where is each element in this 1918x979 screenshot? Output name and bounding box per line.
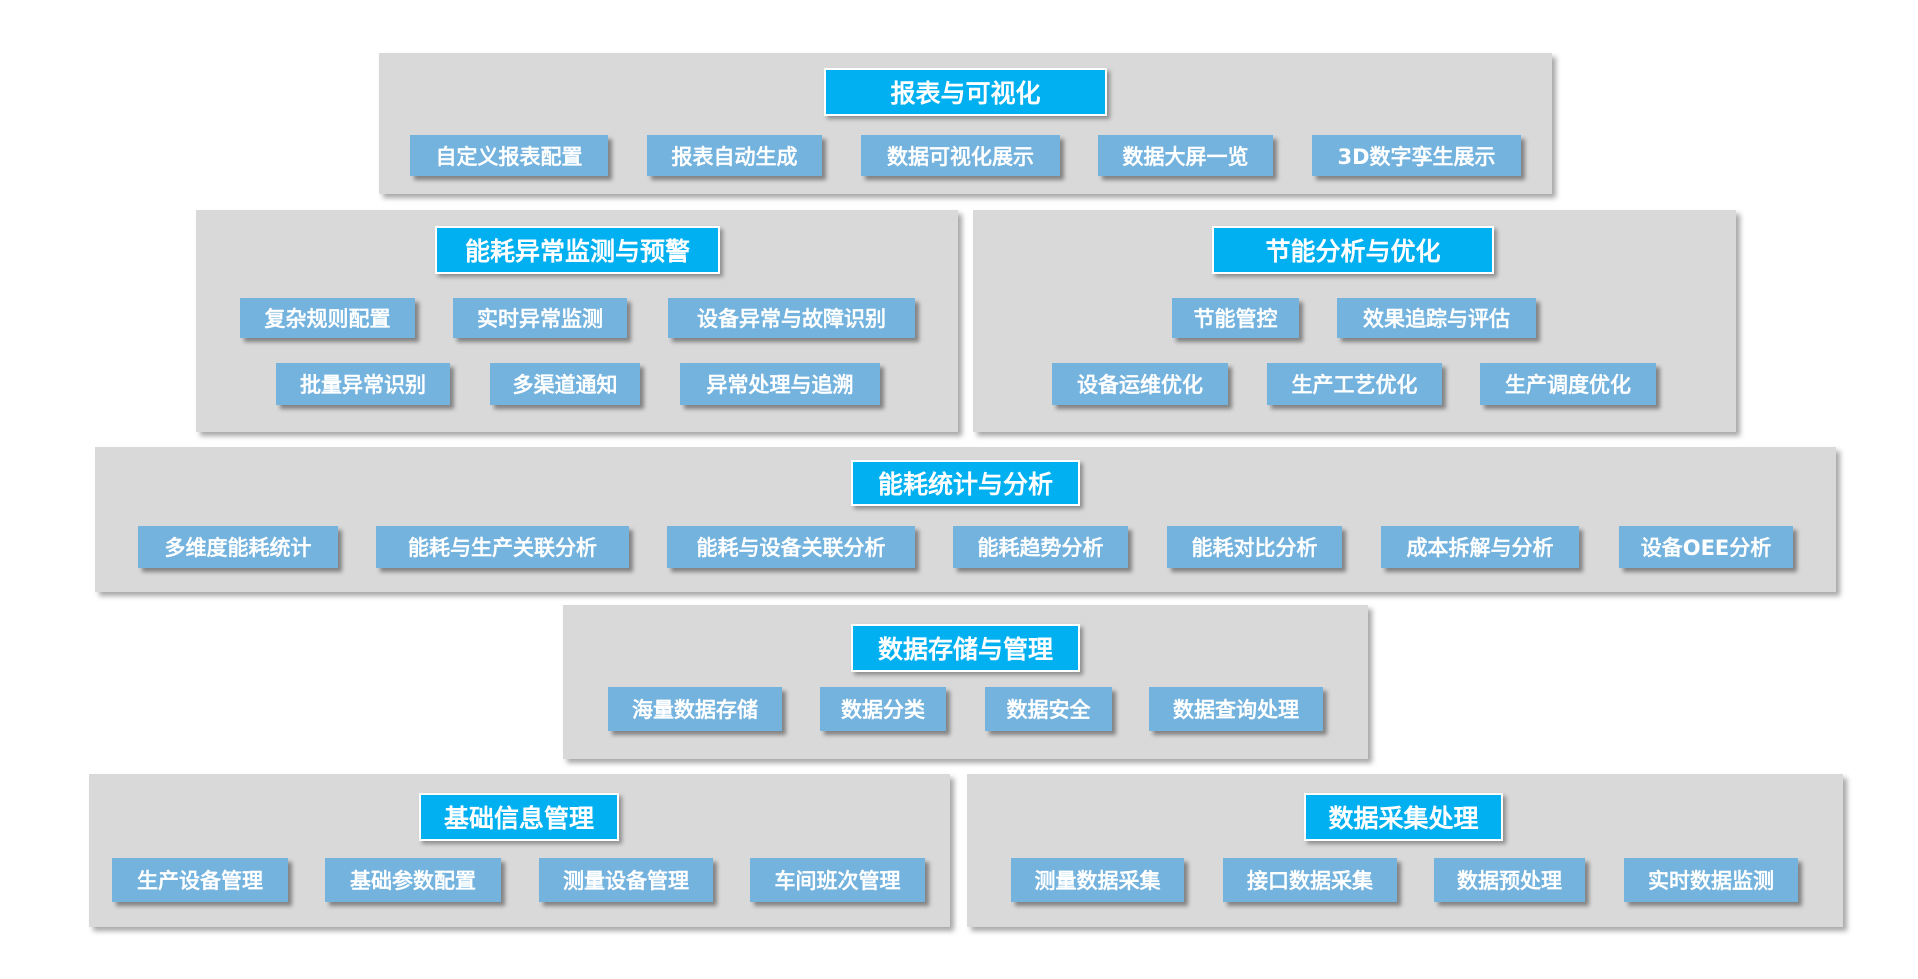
module-item: 成本拆解与分析 (1381, 526, 1579, 568)
module-title: 数据存储与管理 (851, 624, 1080, 672)
module-item: 能耗与生产关联分析 (376, 526, 629, 568)
module-item: 设备异常与故障识别 (668, 298, 915, 338)
module-item: 数据分类 (820, 687, 946, 731)
module-item: 生产调度优化 (1480, 363, 1656, 405)
module-item: 数据大屏一览 (1098, 135, 1273, 176)
module-item: 车间班次管理 (750, 858, 925, 902)
module-item: 数据查询处理 (1149, 687, 1323, 731)
module-item: 数据安全 (985, 687, 1112, 731)
module-item: 实时数据监测 (1624, 858, 1798, 902)
module-title: 能耗异常监测与预警 (435, 226, 720, 274)
module-item: 海量数据存储 (608, 687, 782, 731)
module-item: 能耗与设备关联分析 (667, 526, 915, 568)
module-item: 接口数据采集 (1223, 858, 1397, 902)
module-item: 数据预处理 (1434, 858, 1585, 902)
module-item: 批量异常识别 (276, 363, 450, 405)
module-item: 设备运维优化 (1052, 363, 1228, 405)
module-item: 测量设备管理 (539, 858, 713, 902)
module-title: 节能分析与优化 (1212, 226, 1494, 274)
module-title: 能耗统计与分析 (851, 460, 1080, 506)
module-item: 自定义报表配置 (410, 135, 608, 176)
module-item: 能耗对比分析 (1167, 526, 1342, 568)
module-item: 能耗趋势分析 (953, 526, 1128, 568)
module-item: 3D数字孪生展示 (1312, 135, 1521, 176)
module-item: 效果追踪与评估 (1337, 298, 1536, 338)
module-item: 复杂规则配置 (240, 298, 415, 338)
module-item: 生产设备管理 (112, 858, 288, 902)
module-item: 多维度能耗统计 (138, 526, 338, 568)
module-item: 测量数据采集 (1011, 858, 1184, 902)
module-title: 数据采集处理 (1304, 793, 1503, 841)
module-title: 基础信息管理 (419, 793, 619, 841)
module-title: 报表与可视化 (824, 68, 1107, 116)
module-item: 生产工艺优化 (1267, 363, 1442, 405)
module-item: 设备OEE分析 (1619, 526, 1793, 568)
module-item: 数据可视化展示 (861, 135, 1060, 176)
module-item: 基础参数配置 (325, 858, 501, 902)
module-item: 报表自动生成 (647, 135, 822, 176)
module-item: 多渠道通知 (490, 363, 640, 405)
module-item: 实时异常监测 (453, 298, 627, 338)
module-item: 异常处理与追溯 (680, 363, 880, 405)
module-item: 节能管控 (1172, 298, 1299, 338)
